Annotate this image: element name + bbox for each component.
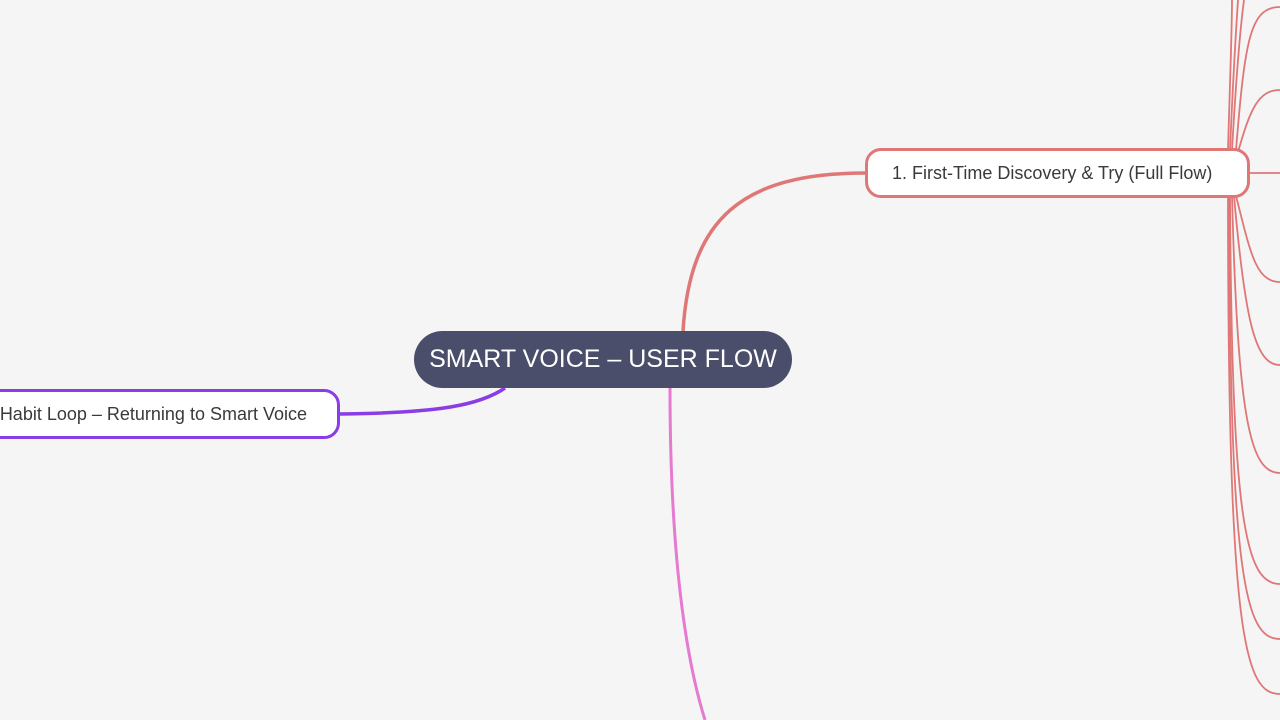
branch-label: Habit Loop – Returning to Smart Voice [0, 403, 307, 424]
root-node[interactable]: SMART VOICE – USER FLOW [414, 331, 792, 388]
connector-root-branch1 [681, 171, 867, 332]
connector-root-branch3 [668, 387, 707, 720]
branch-node-habit-loop[interactable]: Habit Loop – Returning to Smart Voice [0, 389, 340, 439]
root-label: SMART VOICE – USER FLOW [429, 345, 777, 373]
subbranch-connectors [1227, 0, 1280, 695]
connector-root-branch2 [337, 386, 506, 416]
branch-label: 1. First-Time Discovery & Try (Full Flow… [892, 162, 1213, 183]
branch-node-first-time-discovery[interactable]: 1. First-Time Discovery & Try (Full Flow… [865, 148, 1250, 198]
